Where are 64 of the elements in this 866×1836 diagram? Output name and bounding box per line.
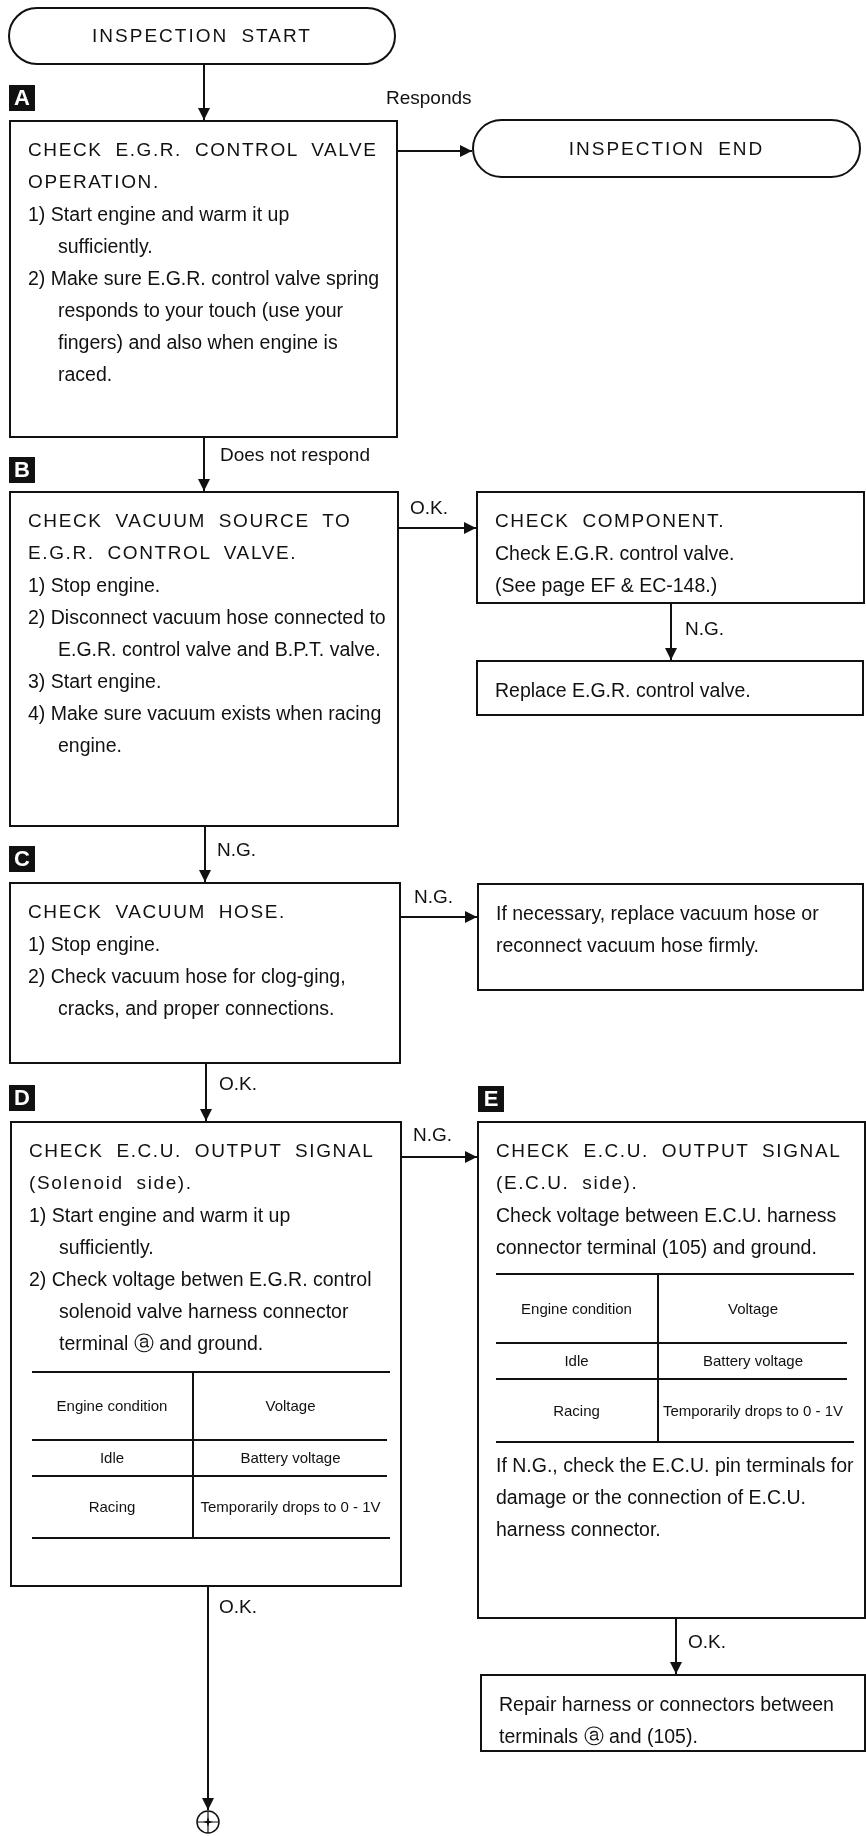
step-text: 1) Start engine and warm it up sufficiently. <box>28 202 291 259</box>
arrow <box>397 145 473 157</box>
arrow <box>400 911 478 923</box>
terminator-text: INSPECTION END <box>568 137 765 160</box>
process-box <box>9 120 398 438</box>
step-text: 1) Stop engine. <box>28 932 162 957</box>
table-cell-text: Engine condition <box>55 1396 169 1416</box>
table-cell: Temporarily drops to 0 - 1V <box>657 1378 847 1441</box>
process-box <box>480 1674 866 1752</box>
step-text: 1) Start engine and warm it up sufficiently. <box>29 1203 292 1260</box>
box-heading: CHECK VACUUM SOURCE TO E.G.R. CONTROL VALVE. <box>28 509 353 565</box>
step-text: 4) Make sure vacuum exists when racing engine. <box>28 701 383 758</box>
table-cell: Voltage <box>192 1373 387 1439</box>
box-text: Replace E.G.R. control valve. <box>495 678 752 703</box>
box-text: Check voltage between E.C.U. harness connector terminal (105) and ground. <box>496 1203 838 1260</box>
table-cell: Temporarily drops to 0 - 1V <box>192 1475 387 1537</box>
box-text: If necessary, replace vacuum hose or reconnect vacuum hose firmly. <box>496 901 820 958</box>
process-box <box>476 491 865 604</box>
table-cell: Voltage <box>657 1275 847 1342</box>
box-heading: CHECK E.G.R. CONTROL VALVE OPERATION. <box>28 138 379 194</box>
box-text: Check E.G.R. control valve. <box>495 541 736 566</box>
box-text: If N.G., check the E.C.U. pin terminals for damage or the connection of E.C.U. harness connector. <box>496 1453 854 1542</box>
step-letter-badge: D <box>9 1085 35 1111</box>
arrow <box>670 1618 682 1675</box>
arrow <box>202 1586 214 1811</box>
table-cell: Battery voltage <box>192 1439 387 1475</box>
box-heading: CHECK E.C.U. OUTPUT SIGNAL (Solenoid side). <box>29 1139 375 1195</box>
arrow <box>398 522 477 534</box>
arrow <box>199 826 211 883</box>
step-text: 2) Disconnect vacuum hose connected to E.G.R. control valve and B.P.T. valve. <box>28 605 387 662</box>
arrow <box>198 437 210 492</box>
box-heading: CHECK VACUUM HOSE. <box>28 900 287 924</box>
process-box <box>477 1121 866 1619</box>
process-box <box>476 660 864 716</box>
arrow <box>401 1151 478 1163</box>
arrow <box>665 603 677 661</box>
terminator-shape <box>8 7 396 65</box>
step-text: 2) Make sure E.G.R. control valve spring responds to your touch (use your fingers) and also when engine is raced. <box>28 266 381 387</box>
step-text: 1) Stop engine. <box>28 573 162 598</box>
arrow <box>200 1063 212 1122</box>
step-text: 3) Start engine. <box>28 669 163 694</box>
connector-symbol <box>196 1810 220 1834</box>
step-letter-badge: A <box>9 85 35 111</box>
table-cell: Racing <box>496 1378 657 1441</box>
terminator-text: INSPECTION START <box>92 25 312 47</box>
table-cell: Idle <box>496 1342 657 1378</box>
table-cell: Battery voltage <box>657 1342 847 1378</box>
table-cell-text: Engine condition <box>520 1298 633 1319</box>
process-box <box>9 882 401 1064</box>
step-text: 2) Check vacuum hose for clog-ging, cracks, and proper connections. <box>28 964 347 1021</box>
process-box <box>10 1121 402 1587</box>
table-cell: Idle <box>32 1439 192 1475</box>
step-letter-badge: E <box>478 1086 504 1112</box>
process-box <box>9 491 399 827</box>
table-cell: Racing <box>32 1475 192 1537</box>
step-text: 2) Check voltage betwen E.G.R. control solenoid valve harness connector terminal ⓐ and ground. <box>29 1267 373 1356</box>
box-heading: CHECK E.C.U. OUTPUT SIGNAL (E.C.U. side). <box>496 1139 842 1195</box>
box-text: Repair harness or connectors between terminals ⓐ and (105). <box>499 1692 835 1749</box>
arrow <box>198 64 210 121</box>
box-heading: CHECK COMPONENT. <box>495 509 727 533</box>
box-text: (See page EF & EC-148.) <box>495 573 719 598</box>
process-box <box>477 883 864 991</box>
step-letter-badge: C <box>9 846 35 872</box>
step-letter-badge: B <box>9 457 35 483</box>
